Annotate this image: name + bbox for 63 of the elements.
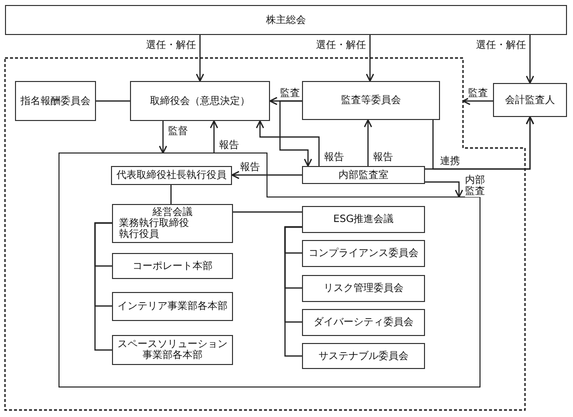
connector	[256, 120, 320, 166]
org-box	[15, 81, 96, 121]
org-box	[302, 309, 425, 336]
connector	[284, 226, 302, 357]
edge-label: 監査	[468, 88, 488, 99]
connector	[170, 185, 172, 204]
org-box	[5, 5, 567, 35]
box-label: コーポレート本部	[132, 260, 212, 272]
box-label: 内部監査室	[338, 170, 388, 180]
connector	[94, 222, 112, 351]
box-label: ダイバーシティ委員会	[314, 317, 414, 328]
edge-label: 報告	[373, 152, 393, 163]
edge-label: 選任・解任	[476, 40, 526, 51]
org-box	[112, 292, 233, 321]
edge-label: 報告	[219, 140, 239, 151]
org-box	[112, 253, 233, 279]
edge-label: 監査	[280, 88, 300, 99]
box-label: ESG推進会議	[333, 214, 394, 225]
edge-label: 監督	[168, 126, 188, 137]
org-box	[493, 83, 567, 117]
org-box	[302, 81, 440, 120]
connector	[158, 121, 168, 154]
box-label: 株主総会	[266, 14, 306, 26]
box-label: 監査等委員会	[341, 95, 401, 106]
connector	[231, 170, 302, 180]
connector	[366, 35, 374, 82]
org-box	[112, 335, 233, 365]
member-text: 執行役員	[119, 229, 159, 240]
connector	[462, 96, 493, 106]
box-label: 取締役会（意思決定）	[150, 96, 250, 106]
org-box	[302, 240, 425, 267]
edge-label: 報告	[240, 162, 260, 173]
member-text: 業務執行取締役	[119, 218, 189, 229]
box-label: 指名報酬委員会	[20, 96, 90, 106]
connector	[425, 181, 464, 198]
box-label: 代表取締役社長執行役員	[116, 170, 226, 181]
org-box	[112, 204, 233, 243]
edge-label: 報告	[324, 152, 344, 163]
connector	[279, 100, 312, 167]
org-box	[302, 166, 425, 184]
connector	[96, 100, 130, 102]
connector	[364, 119, 372, 166]
box-label: スペースソリューション事業部各本部	[116, 339, 228, 361]
connector	[196, 35, 204, 82]
connector	[526, 35, 534, 84]
connector	[233, 211, 302, 213]
box-label: リスク管理委員会	[324, 283, 404, 294]
org-box	[302, 206, 425, 233]
connector	[210, 120, 218, 153]
box-label: 経営会議	[152, 207, 192, 218]
edge-label: 連携	[440, 156, 460, 167]
org-box	[302, 343, 425, 369]
box-label: サステナブル委員会	[318, 350, 408, 362]
box-label: インテリア事業部各本部	[118, 301, 228, 312]
box-label: コンプライアンス委員会	[308, 248, 418, 259]
box-label: 会計監査人	[505, 94, 555, 106]
org-box	[111, 166, 232, 185]
org-box	[130, 81, 270, 121]
edge-label: 選任・解任	[146, 40, 196, 51]
org-box	[302, 275, 425, 302]
edge-label: 内部監査	[465, 175, 486, 197]
dashed-boundary	[5, 58, 525, 410]
edge-label: 選任・解任	[316, 40, 366, 51]
